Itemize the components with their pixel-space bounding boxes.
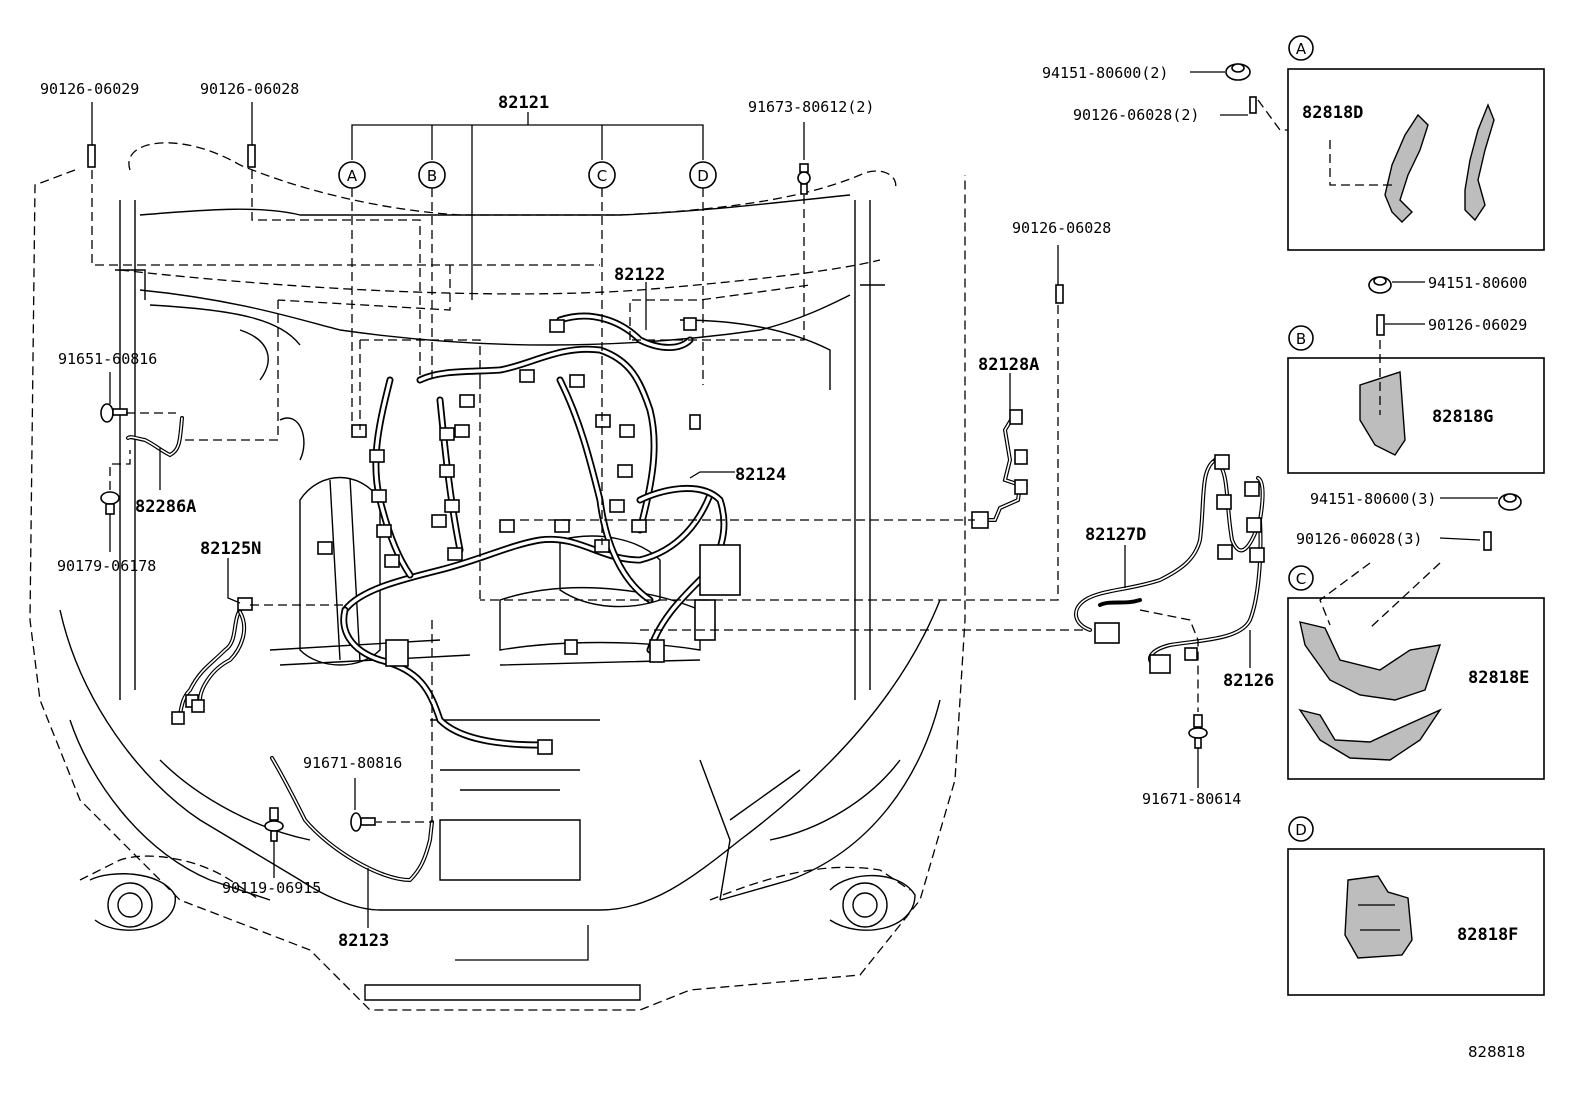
label-82124: 82124 <box>735 465 786 485</box>
fasteners <box>87 63 1522 842</box>
callout-d: D <box>689 161 717 189</box>
harness-82125N <box>171 597 253 725</box>
callout-c: C <box>588 161 616 189</box>
svg-text:B: B <box>427 167 437 185</box>
label-82125N: 82125N <box>200 539 261 559</box>
label-91651-60816: 91651-60816 <box>58 350 157 368</box>
screw-icon <box>100 403 128 423</box>
detail-b-bolt-label: 90126-06029 <box>1428 316 1527 334</box>
label-90126-06029: 90126-06029 <box>40 80 139 98</box>
label-91673-80612: 91673-80612(2) <box>748 98 874 116</box>
detail-b-part-label: 82818G <box>1432 407 1493 427</box>
nut-icon <box>1498 493 1522 511</box>
detail-d: D 82818F <box>1287 816 1545 996</box>
part-labels: 90126-06029 90126-06028 82121 91673-8061… <box>40 80 1274 951</box>
harness-82128A <box>971 409 1028 529</box>
svg-text:A: A <box>347 167 358 185</box>
vehicle-outline <box>29 142 966 1011</box>
screw-icon <box>1188 714 1208 749</box>
svg-text:C: C <box>597 167 607 185</box>
callout-b: B <box>418 161 446 189</box>
label-90119-06915: 90119-06915 <box>222 879 321 897</box>
harness-82127D-82126 <box>1074 454 1265 674</box>
label-90126-06028-mid: 90126-06028 <box>1012 219 1111 237</box>
detail-c-part-label: 82818E <box>1468 668 1529 688</box>
detail-a-bolt-label: 90126-06028(2) <box>1073 106 1199 124</box>
detail-c-nut-label: 94151-80600(3) <box>1310 490 1436 508</box>
clip-icon <box>100 491 120 515</box>
svg-text:D: D <box>1295 821 1307 839</box>
detail-a: A 94151-80600(2) 90126-06028(2) 82818D <box>1042 35 1545 251</box>
screw-icon <box>350 812 376 832</box>
label-82128A: 82128A <box>978 355 1039 375</box>
main-harness-82121 <box>317 312 741 755</box>
harness-82286A <box>126 416 184 458</box>
label-82121: 82121 <box>498 93 549 113</box>
detail-d-part-label: 82818F <box>1457 925 1518 945</box>
label-82123: 82123 <box>338 931 389 951</box>
screw-icon <box>797 163 811 195</box>
label-90179-06178: 90179-06178 <box>57 557 156 575</box>
screw-icon <box>264 807 284 842</box>
label-82122: 82122 <box>614 265 665 285</box>
label-82286A: 82286A <box>135 497 196 517</box>
nut-icon <box>1225 63 1251 81</box>
nut-icon <box>1368 276 1392 294</box>
detail-c: C 94151-80600(3) 90126-06028(3) 82818E <box>1287 490 1545 780</box>
detail-a-nut-label: 94151-80600(2) <box>1042 64 1168 82</box>
svg-text:C: C <box>1296 570 1306 588</box>
label-82126: 82126 <box>1223 671 1274 691</box>
svg-text:A: A <box>1296 40 1307 58</box>
diagram-id-code: 828818 <box>1468 1043 1525 1061</box>
callout-circles: A B C D <box>338 161 717 189</box>
label-82127D: 82127D <box>1085 525 1146 545</box>
label-90126-06028-top: 90126-06028 <box>200 80 299 98</box>
harness-82123 <box>270 756 434 883</box>
label-91671-80816: 91671-80816 <box>303 754 402 772</box>
callout-a: A <box>338 161 366 189</box>
svg-text:D: D <box>697 167 709 185</box>
svg-text:B: B <box>1296 330 1306 348</box>
detail-b-nut-label: 94151-80600 <box>1428 274 1527 292</box>
detail-b: B 94151-80600 90126-06029 82818G <box>1287 274 1545 474</box>
detail-c-bolt-label: 90126-06028(3) <box>1296 530 1422 548</box>
leader-lines <box>91 71 1498 961</box>
label-91671-80614: 91671-80614 <box>1142 790 1241 808</box>
detail-a-part-label: 82818D <box>1302 103 1363 123</box>
